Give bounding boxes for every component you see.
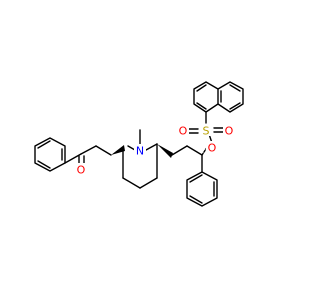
naphthalene-double-bond-2 bbox=[196, 102, 207, 110]
ring-nitrogen-label: N bbox=[136, 145, 144, 158]
sulfonyl-oxygen-right-label: O bbox=[225, 125, 234, 138]
sulfonyl-oxygen-left-label: O bbox=[179, 125, 188, 138]
ester-oxygen-label: O bbox=[208, 142, 217, 155]
sulfonyl-oxygen-left-bg bbox=[177, 124, 189, 136]
carbonyl-ch2-bond bbox=[80, 145, 97, 155]
phenyl-carbonyl-bond bbox=[64, 153, 82, 164]
naphthalene-ring-system bbox=[193, 81, 244, 113]
naphthalene-left-ring bbox=[193, 81, 219, 113]
carbonyl-chain bbox=[64, 145, 112, 169]
right-side-chain bbox=[171, 145, 209, 173]
left-phenyl-double-bond-2 bbox=[37, 160, 51, 169]
bottom-phenyl-double-bond-1 bbox=[189, 174, 203, 183]
ester-oxygen-bg bbox=[206, 141, 218, 153]
bottom-phenyl-ring bbox=[186, 171, 218, 207]
naphthalene-double-bond-5 bbox=[229, 102, 241, 110]
sulfur-label: S bbox=[203, 125, 210, 138]
naphthalene-right-ring bbox=[217, 81, 244, 113]
left-phenyl-double-bond-1 bbox=[37, 140, 51, 149]
molecule-structure-diagram: O N S O O O bbox=[34, 81, 244, 207]
left-phenyl-bonds bbox=[34, 137, 66, 172]
ketone-oxygen-bg bbox=[75, 163, 87, 175]
ch2-ring-bond bbox=[95, 145, 112, 156]
chain-ch2-bond bbox=[171, 145, 188, 156]
ring-bond-c4-c3 bbox=[122, 177, 141, 189]
sulfonyl-oxygen-right-bg bbox=[223, 124, 235, 136]
sulfur-bg bbox=[200, 124, 212, 136]
chain-choh-bond bbox=[186, 145, 203, 156]
ketone-oxygen-label: O bbox=[77, 164, 86, 177]
naphthalene-double-bond-1 bbox=[196, 84, 207, 92]
piperidine-ring bbox=[111, 129, 173, 189]
left-stereo-wedge bbox=[111, 145, 125, 155]
left-phenyl-ring bbox=[34, 137, 66, 172]
atom-labels: O N S O O O bbox=[75, 124, 235, 177]
right-stereo-wedge bbox=[157, 144, 173, 158]
ring-nitrogen-bg bbox=[134, 144, 146, 156]
bottom-phenyl-bonds bbox=[186, 171, 218, 207]
ring-bond-c2-n bbox=[127, 145, 136, 151]
naphthalene-double-bond-4 bbox=[229, 84, 241, 92]
bottom-phenyl-double-bond-2 bbox=[189, 195, 203, 204]
ring-bond-n-c6 bbox=[145, 143, 158, 151]
ring-bond-c5-c4 bbox=[139, 177, 158, 189]
